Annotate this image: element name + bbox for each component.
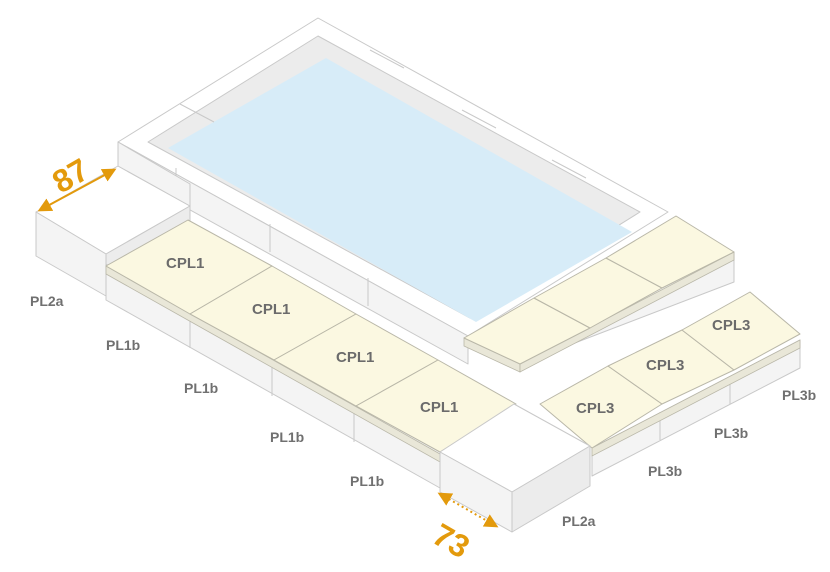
tile-label-front-3: CPL1	[336, 349, 374, 366]
tile-label-side-1: CPL3	[576, 400, 614, 417]
block-label-side-3: PL3b	[782, 387, 816, 403]
tile-label-side-2: CPL3	[646, 357, 684, 374]
back-slab-3	[605, 215, 735, 289]
block-label-side-2: PL3b	[714, 425, 748, 441]
block-label-front-2: PL1b	[184, 380, 218, 396]
side-row-slabs	[539, 291, 801, 477]
block-label-side-1: PL3b	[648, 463, 682, 479]
tile-label-side-3: CPL3	[712, 317, 750, 334]
pool-water	[168, 58, 632, 322]
block-label-front-1: PL1b	[106, 337, 140, 353]
block-labels: PL2a PL1b PL1b PL1b PL1b PL2a PL3b PL3b …	[30, 293, 816, 529]
block-label-front-4: PL1b	[350, 473, 384, 489]
tile-label-front-1: CPL1	[166, 255, 204, 272]
tile-label-front-2: CPL1	[252, 301, 290, 318]
block-label-right-corner: PL2a	[562, 513, 596, 529]
back-right-slabs	[463, 215, 735, 373]
dimension-arrow-right	[437, 492, 499, 528]
tile-labels: CPL1 CPL1 CPL1 CPL1 CPL3 CPL3 CPL3	[166, 255, 750, 417]
pool-rim	[117, 17, 669, 365]
block-label-front-3: PL1b	[270, 429, 304, 445]
cpl3-slab-3	[681, 291, 801, 371]
tile-label-front-4: CPL1	[420, 399, 458, 416]
dimension-arrow-left	[37, 168, 117, 212]
dimension-label-right: 73	[427, 516, 476, 565]
block-label-left-corner: PL2a	[30, 293, 64, 309]
